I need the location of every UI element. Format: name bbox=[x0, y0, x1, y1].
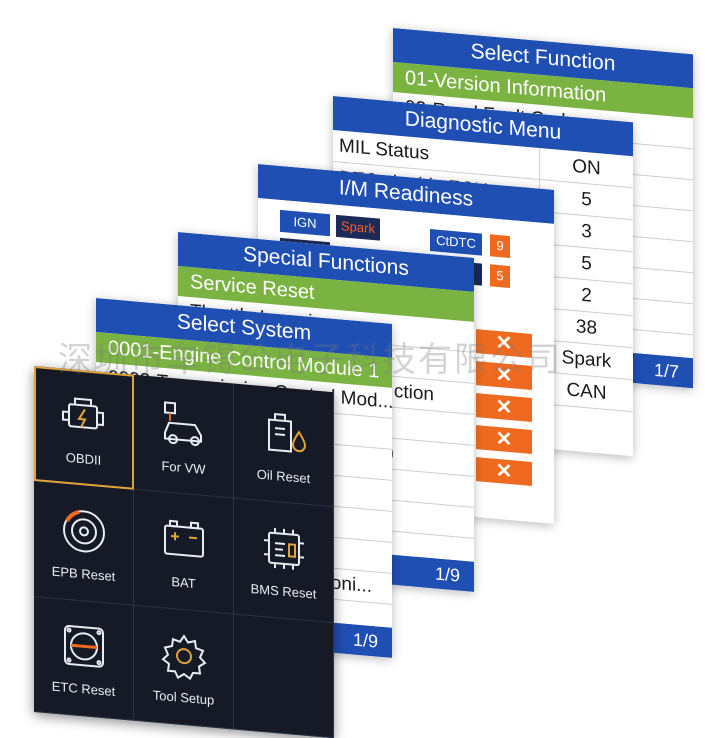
tile-label: EPB Reset bbox=[51, 563, 116, 585]
tile-obdii[interactable]: OBDII bbox=[34, 366, 134, 491]
tile-label: For VW bbox=[161, 457, 206, 477]
fail-mark: ✕ bbox=[476, 329, 532, 358]
fail-mark: ✕ bbox=[476, 457, 532, 486]
fail-mark: ✕ bbox=[476, 393, 532, 422]
engine-icon bbox=[61, 397, 104, 429]
tile-epb-reset[interactable]: EPB Reset bbox=[34, 481, 134, 606]
oil-can-icon bbox=[267, 412, 306, 453]
ctdtc-label: CtDTC bbox=[430, 229, 482, 256]
throttle-icon bbox=[63, 625, 104, 668]
ign-value: Spark bbox=[336, 214, 380, 241]
fail-mark: ✕ bbox=[476, 361, 532, 390]
tile-label: BAT bbox=[171, 573, 196, 592]
bms-chip-icon bbox=[263, 527, 304, 570]
tile-empty bbox=[234, 614, 334, 738]
tile-label: OBDII bbox=[65, 449, 102, 468]
fail-mark: ✕ bbox=[476, 425, 532, 454]
tile-for-vw[interactable]: For VW bbox=[134, 374, 234, 499]
car-icon bbox=[163, 400, 202, 446]
ctdtc-value: 9 bbox=[490, 234, 510, 259]
battery-icon bbox=[163, 519, 204, 558]
page-indicator: 1/9 bbox=[420, 557, 474, 592]
tile-etc-reset[interactable]: ETC Reset bbox=[34, 596, 134, 721]
tile-label: ETC Reset bbox=[51, 678, 116, 700]
tile-label: BMS Reset bbox=[250, 580, 317, 602]
page-indicator: 1/7 bbox=[639, 353, 693, 389]
tile-label: Tool Setup bbox=[152, 687, 215, 709]
tile-bms-reset[interactable]: BMS Reset bbox=[234, 498, 334, 623]
brake-disc-icon bbox=[62, 509, 105, 553]
gear-icon bbox=[160, 634, 207, 681]
main-menu-screen: OBDII For VW Oil Re bbox=[34, 366, 334, 738]
tile-oil-reset[interactable]: Oil Reset bbox=[234, 383, 334, 508]
tile-tool-setup[interactable]: Tool Setup bbox=[134, 605, 234, 730]
page-indicator: 1/9 bbox=[338, 623, 392, 658]
device-screens-stack: Select Function 01-Version Information 0… bbox=[34, 28, 693, 738]
second-value: 5 bbox=[490, 264, 510, 289]
ign-label: IGN bbox=[280, 209, 330, 237]
function-grid: OBDII For VW Oil Re bbox=[34, 366, 334, 738]
tile-label: Oil Reset bbox=[256, 466, 311, 486]
tile-bat[interactable]: BAT bbox=[134, 490, 234, 615]
